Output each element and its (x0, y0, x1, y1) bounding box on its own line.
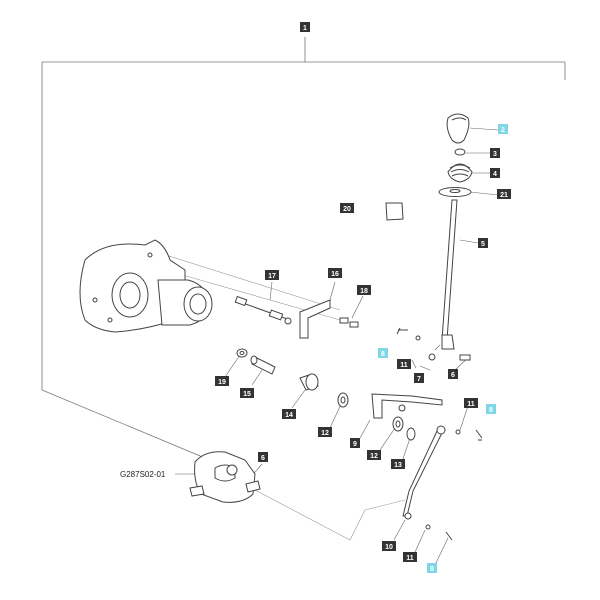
svg-text:11: 11 (400, 362, 408, 369)
svg-text:1: 1 (303, 25, 307, 32)
svg-text:16: 16 (331, 271, 339, 278)
svg-text:10: 10 (385, 544, 393, 551)
callout-20: 20 (340, 203, 354, 213)
svg-text:8: 8 (489, 407, 493, 414)
callout-10: 10 (382, 541, 396, 551)
part-bushing-14 (299, 373, 319, 391)
part-washer-19 (236, 348, 248, 358)
svg-text:6: 6 (261, 455, 265, 462)
callout-2: 2 (498, 124, 508, 134)
part-bracket-plate (299, 299, 331, 339)
callout-5: 5 (478, 238, 488, 248)
callout-11a: 11 (397, 359, 411, 369)
callout-9: 9 (350, 438, 360, 448)
part-ring-13 (406, 427, 416, 441)
callout-15: 15 (240, 388, 254, 398)
callout-8a: 8 (378, 348, 388, 358)
svg-text:18: 18 (360, 288, 368, 295)
callout-19: 19 (215, 376, 229, 386)
svg-text:5: 5 (481, 241, 485, 248)
reference-code-label: G287S02-01 (120, 470, 166, 479)
callout-11b: 11 (464, 398, 478, 408)
part-washer-12a (337, 392, 349, 408)
callout-tags: 1 2 3 4 21 20 5 17 16 18 8 11 7 6 19 15 … (215, 22, 511, 573)
part-small-hardware (396, 327, 471, 361)
callout-7: 7 (414, 373, 424, 383)
callout-11c: 11 (403, 552, 417, 562)
callout-21: 21 (497, 189, 511, 199)
svg-text:12: 12 (321, 430, 329, 437)
callout-6b: 6 (258, 452, 268, 462)
part-knob (446, 113, 470, 144)
callout-1: 1 (300, 22, 310, 32)
svg-text:11: 11 (467, 401, 475, 408)
svg-text:3: 3 (493, 151, 497, 158)
svg-text:20: 20 (343, 206, 351, 213)
callout-8b: 8 (486, 404, 496, 414)
callout-17: 17 (265, 270, 279, 280)
part-nut (454, 148, 466, 156)
svg-text:7: 7 (417, 376, 421, 383)
callout-8c: 8 (427, 563, 437, 573)
svg-text:21: 21 (500, 192, 508, 199)
leader-lines (149, 127, 499, 566)
callout-16: 16 (328, 268, 342, 278)
part-boot (447, 163, 473, 183)
part-pad (385, 202, 404, 221)
part-link-rod-10 (402, 425, 446, 520)
svg-text:15: 15 (243, 391, 251, 398)
svg-text:17: 17 (268, 273, 276, 280)
svg-text:9: 9 (353, 441, 357, 448)
svg-text:4: 4 (493, 171, 497, 178)
callout-6a: 6 (448, 369, 458, 379)
svg-text:11: 11 (406, 555, 414, 562)
callout-13: 13 (391, 459, 405, 469)
part-gear-lever (441, 199, 458, 350)
svg-text:8: 8 (381, 351, 385, 358)
svg-text:12: 12 (370, 453, 378, 460)
callout-18: 18 (357, 285, 371, 295)
svg-text:6: 6 (451, 372, 455, 379)
part-transmission (189, 451, 261, 503)
part-cable-rod (234, 295, 292, 325)
svg-text:14: 14 (285, 412, 293, 419)
svg-text:13: 13 (394, 462, 402, 469)
callout-12a: 12 (318, 427, 332, 437)
svg-text:19: 19 (218, 379, 226, 386)
part-washer-12b (392, 416, 404, 432)
callout-12b: 12 (367, 450, 381, 460)
part-bolts-18 (339, 317, 359, 328)
part-washer-disk (438, 187, 472, 197)
svg-text:8: 8 (430, 566, 434, 573)
part-shift-lever-9 (371, 393, 443, 419)
svg-text:2: 2 (501, 127, 505, 134)
callout-3: 3 (490, 148, 500, 158)
part-clips (425, 429, 483, 541)
callout-4: 4 (490, 168, 500, 178)
callout-14: 14 (282, 409, 296, 419)
assembly-bracket (41, 37, 566, 459)
part-pin-15 (250, 355, 276, 375)
part-gearbox-housing (79, 239, 213, 333)
